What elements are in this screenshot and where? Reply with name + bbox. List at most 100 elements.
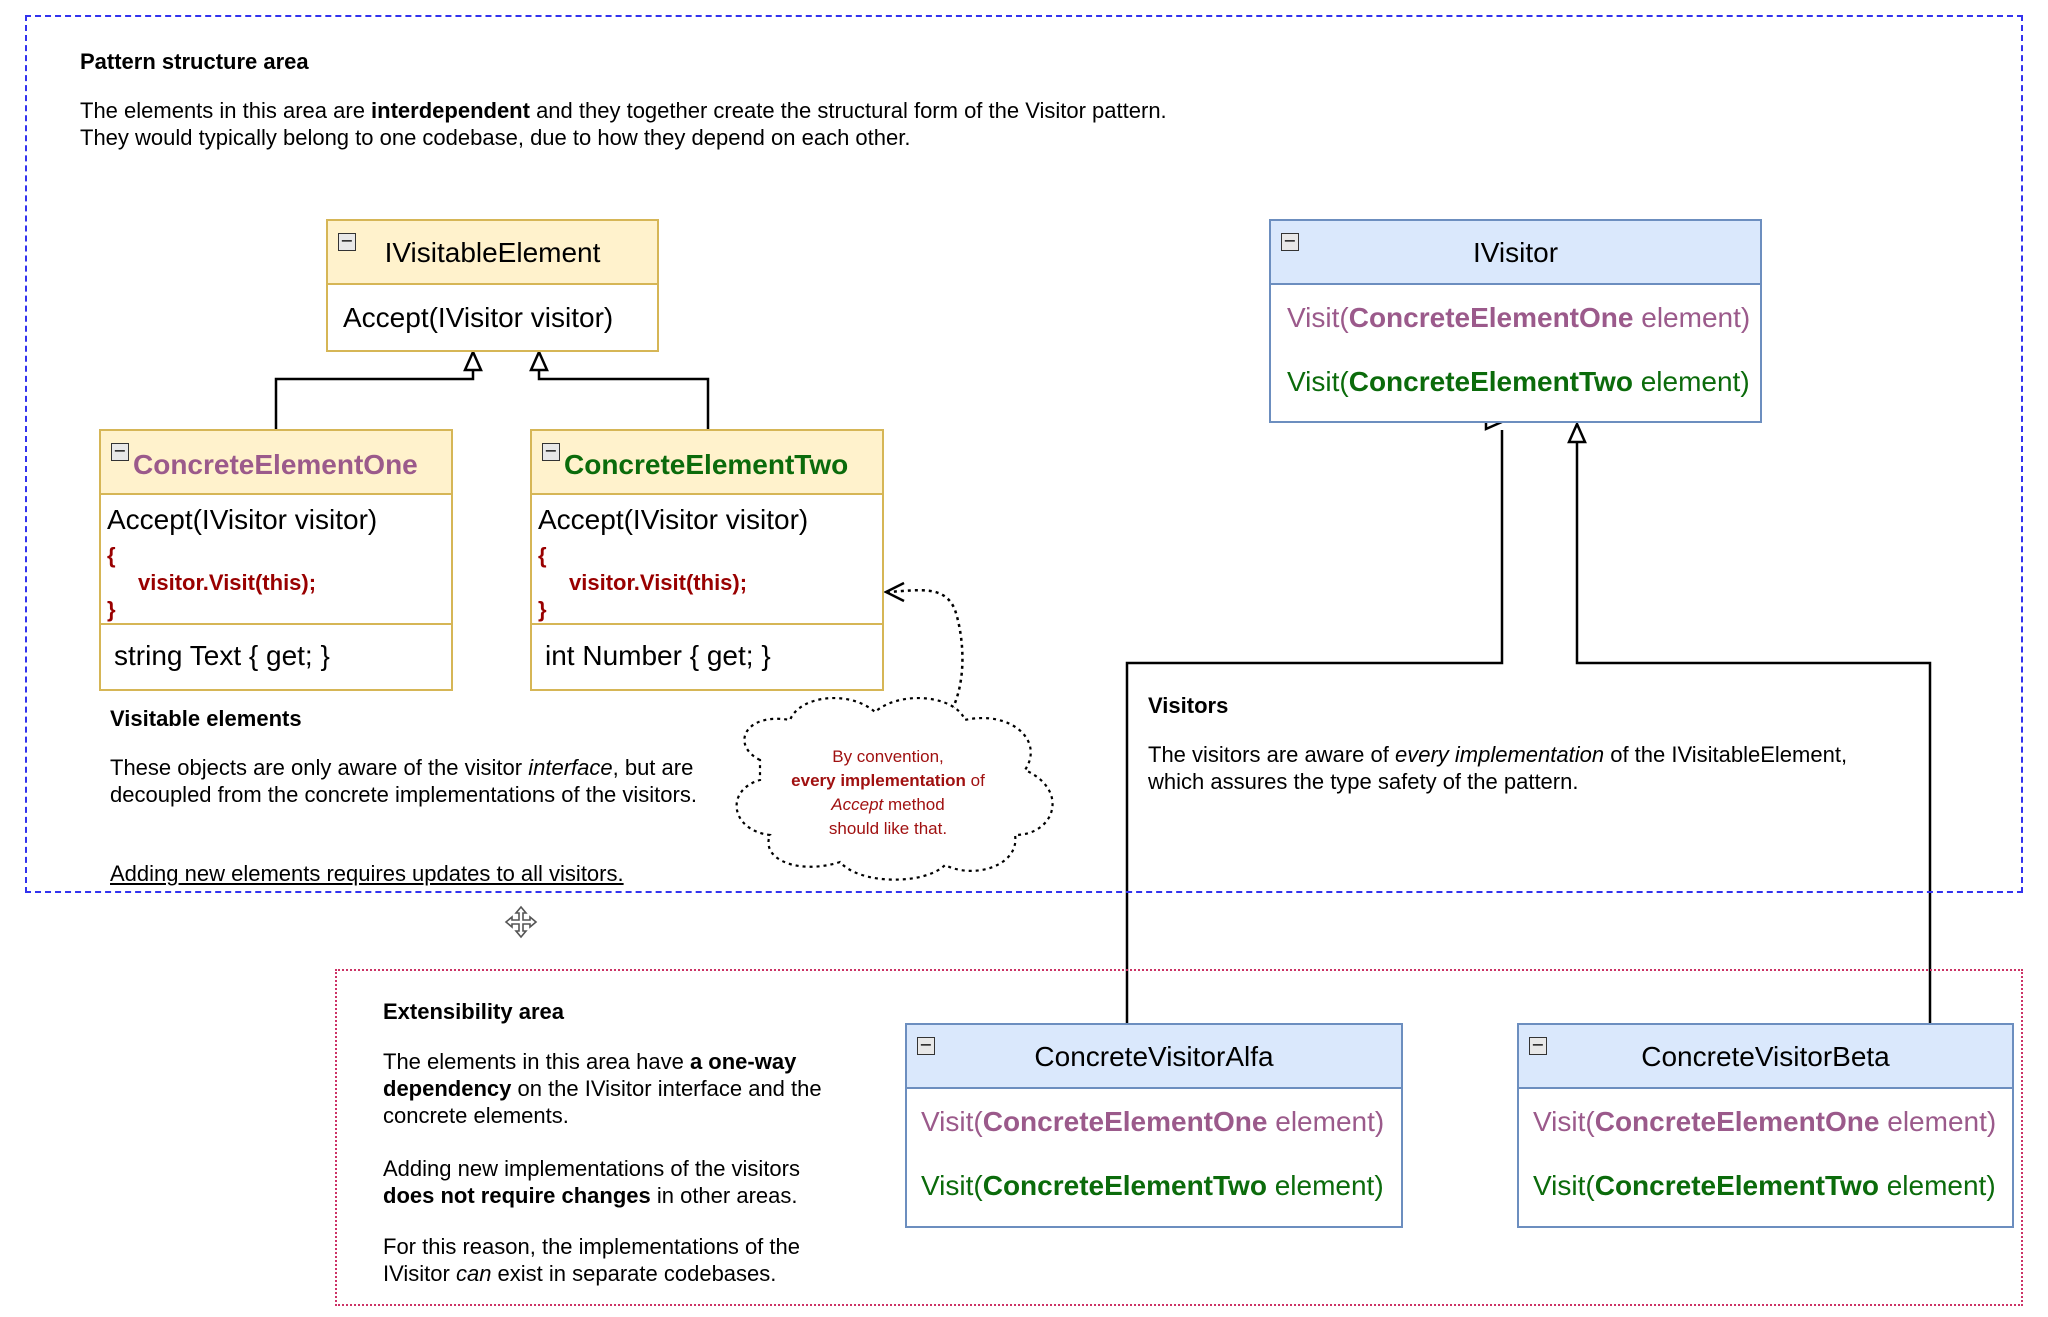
visit-type: ConcreteElementOne xyxy=(982,1106,1268,1137)
visitable-note-p1-pre: These objects are only aware of the visi… xyxy=(110,755,529,780)
visit-suffix: element) xyxy=(1633,302,1751,333)
class-header: − ConcreteElementOne xyxy=(101,431,451,495)
class-property: int Number { get; } xyxy=(532,623,882,673)
class-header: − ConcreteVisitorAlfa xyxy=(907,1025,1401,1089)
ext-p3-pre: For this reason, the implementations of … xyxy=(383,1234,800,1286)
ext-area-p3: For this reason, the implementations of … xyxy=(383,1233,838,1287)
code-brace-close: } xyxy=(538,597,547,622)
convention-cloud-text: By convention, every implementation of A… xyxy=(760,745,1016,841)
collapse-icon[interactable]: − xyxy=(1281,233,1299,251)
visit-prefix: Visit( xyxy=(1533,1106,1595,1137)
visitors-note-p1-post: of the IVisitableElement, xyxy=(1604,742,1848,767)
code-brace-open: { xyxy=(538,543,547,568)
visit-suffix: element) xyxy=(1632,366,1750,397)
ivisitor-class[interactable]: − IVisitor Visit(ConcreteElementOne elem… xyxy=(1269,219,1762,423)
ext-p1-bold: a one-way dependency xyxy=(383,1049,797,1101)
pattern-structure-area xyxy=(25,15,2023,893)
visit-method-one: Visit(ConcreteElementOne element) xyxy=(1519,1089,2012,1139)
visitors-note-p1-pre: The visitors are aware of xyxy=(1148,742,1395,767)
class-method: Accept(IVisitor visitor) xyxy=(107,504,378,535)
code-brace-close: } xyxy=(107,597,116,622)
visit-suffix: element) xyxy=(1878,1170,1996,1201)
visit-prefix: Visit( xyxy=(1287,302,1349,333)
class-method-body: Accept(IVisitor visitor) { visitor.Visit… xyxy=(532,495,882,623)
visitors-note-title: Visitors xyxy=(1148,693,1229,718)
visitable-note-p1: These objects are only aware of the visi… xyxy=(110,754,700,808)
class-name: ConcreteVisitorBeta xyxy=(1641,1041,1890,1072)
visitors-note-p2: which assures the type safety of the pat… xyxy=(1148,769,1579,794)
class-name: ConcreteElementTwo xyxy=(564,449,849,480)
pattern-area-description: The elements in this area are interdepen… xyxy=(80,97,1380,151)
visitable-note-p1-italic: interface xyxy=(528,755,613,780)
visitors-note-p1-italic: every implementation xyxy=(1394,742,1605,767)
collapse-icon[interactable]: − xyxy=(917,1037,935,1055)
pattern-area-line1-pre: The elements in this area are xyxy=(80,98,372,123)
class-method: Accept(IVisitor visitor) xyxy=(343,302,614,333)
cloud-line2-post: of xyxy=(965,771,985,790)
visit-type: ConcreteElementTwo xyxy=(1594,1170,1879,1201)
visit-method-two: Visit(ConcreteElementTwo element) xyxy=(1271,335,1760,399)
ext-area-title: Extensibility area xyxy=(383,999,564,1024)
collapse-icon[interactable]: − xyxy=(542,443,560,461)
collapse-icon[interactable]: − xyxy=(1529,1037,1547,1055)
code-brace-open: { xyxy=(107,543,116,568)
class-property: string Text { get; } xyxy=(101,623,451,673)
cloud-line3-italic: Accept xyxy=(831,795,884,814)
pattern-area-line2: They would typically belong to one codeb… xyxy=(80,125,911,150)
visit-prefix: Visit( xyxy=(1287,366,1349,397)
pattern-area-line1-bold: interdependent xyxy=(371,98,530,123)
class-header: − IVisitableElement xyxy=(328,221,657,285)
class-method: Accept(IVisitor visitor) xyxy=(538,504,809,535)
class-method-body: Accept(IVisitor visitor) { visitor.Visit… xyxy=(101,495,451,623)
visit-method-two: Visit(ConcreteElementTwo element) xyxy=(907,1139,1401,1203)
ext-p2-pre: Adding new implementations of the visito… xyxy=(383,1156,800,1181)
visit-type: ConcreteElementTwo xyxy=(1348,366,1633,397)
ivisitable-element-class[interactable]: − IVisitableElement Accept(IVisitor visi… xyxy=(326,219,659,352)
class-name: ConcreteElementOne xyxy=(133,449,418,480)
concrete-visitor-alfa-class[interactable]: − ConcreteVisitorAlfa Visit(ConcreteElem… xyxy=(905,1023,1403,1228)
extensibility-area xyxy=(335,969,2023,1306)
class-name: IVisitableElement xyxy=(384,237,601,268)
visit-prefix: Visit( xyxy=(921,1106,983,1137)
class-name: ConcreteVisitorAlfa xyxy=(1034,1041,1274,1072)
ext-area-p1: The elements in this area have a one-way… xyxy=(383,1048,838,1129)
ext-p1-post: on the IVisitor interface and the concre… xyxy=(383,1076,822,1128)
concrete-element-one-class[interactable]: − ConcreteElementOne Accept(IVisitor vis… xyxy=(99,429,453,691)
visit-method-one: Visit(ConcreteElementOne element) xyxy=(907,1089,1401,1139)
visit-method-two: Visit(ConcreteElementTwo element) xyxy=(1519,1139,2012,1203)
visitable-note-title: Visitable elements xyxy=(110,706,302,731)
class-header: − ConcreteElementTwo xyxy=(532,431,882,495)
collapse-icon[interactable]: − xyxy=(338,233,356,251)
pattern-area-line1-post: and they together create the structural … xyxy=(529,98,1167,123)
ext-p1-pre: The elements in this area have xyxy=(383,1049,690,1074)
ext-p3-italic: can xyxy=(455,1261,492,1286)
collapse-icon[interactable]: − xyxy=(111,443,129,461)
ext-p2-bold: does not require changes xyxy=(383,1183,651,1208)
visit-method-one: Visit(ConcreteElementOne element) xyxy=(1271,285,1760,335)
ext-p2-post: in other areas. xyxy=(650,1183,798,1208)
visit-prefix: Visit( xyxy=(921,1170,983,1201)
visit-suffix: element) xyxy=(1879,1106,1997,1137)
visitors-note-text: The visitors are aware of every implemen… xyxy=(1148,741,1908,795)
visit-suffix: element) xyxy=(1267,1106,1385,1137)
code-visit-call: visitor.Visit(this); xyxy=(138,570,317,595)
pattern-area-title: Pattern structure area xyxy=(80,49,309,74)
visit-prefix: Visit( xyxy=(1533,1170,1595,1201)
class-name: IVisitor xyxy=(1472,237,1559,268)
visit-type: ConcreteElementTwo xyxy=(982,1170,1267,1201)
cloud-line2-bold: every implementation xyxy=(791,771,966,790)
visit-type: ConcreteElementOne xyxy=(1348,302,1634,333)
ext-p3-post: exist in separate codebases. xyxy=(491,1261,777,1286)
visit-type: ConcreteElementOne xyxy=(1594,1106,1880,1137)
code-visit-call: visitor.Visit(this); xyxy=(569,570,748,595)
concrete-visitor-beta-class[interactable]: − ConcreteVisitorBeta Visit(ConcreteElem… xyxy=(1517,1023,2014,1228)
concrete-element-two-class[interactable]: − ConcreteElementTwo Accept(IVisitor vis… xyxy=(530,429,884,691)
move-icon[interactable] xyxy=(503,904,539,940)
ext-area-p2: Adding new implementations of the visito… xyxy=(383,1155,838,1209)
visitable-note-p2: Adding new elements requires updates to … xyxy=(110,861,624,886)
visitable-note-p1-post: , but are decoupled from the concrete im… xyxy=(110,755,697,807)
cloud-line1: By convention, xyxy=(832,747,944,766)
class-header: − IVisitor xyxy=(1271,221,1760,285)
cloud-line3-post: method xyxy=(883,795,945,814)
